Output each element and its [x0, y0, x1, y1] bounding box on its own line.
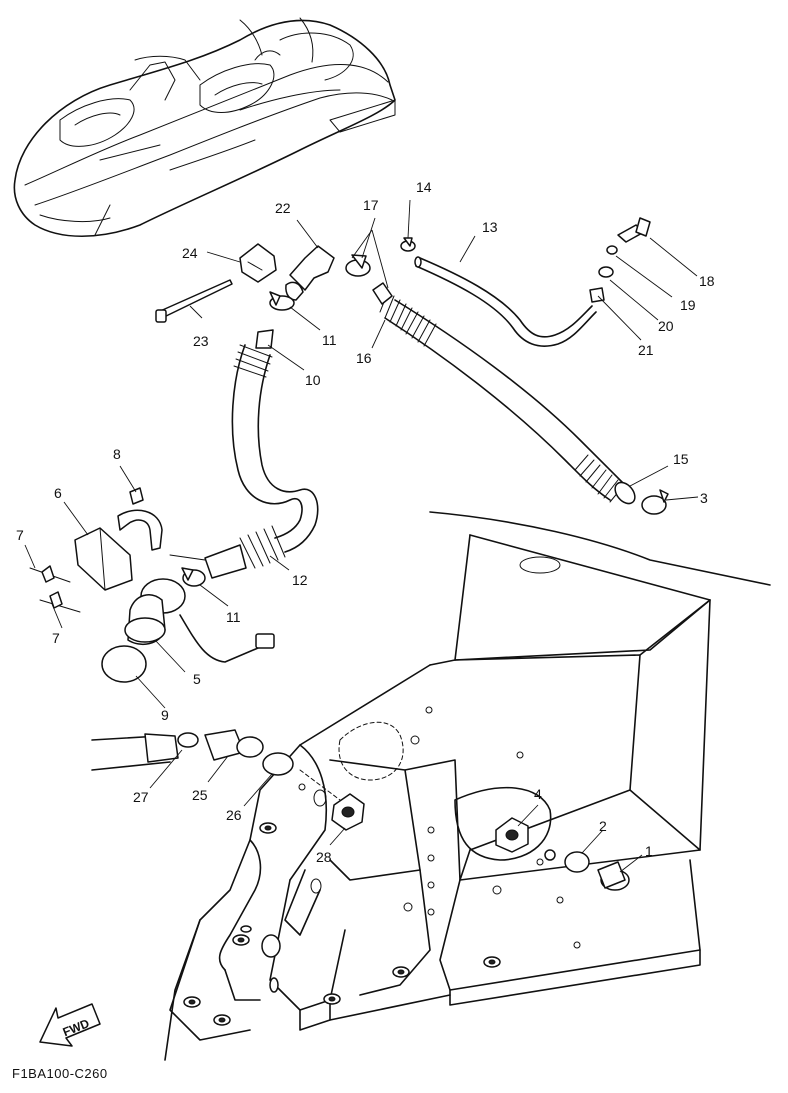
callout-12: 12	[292, 572, 308, 588]
callout-17: 17	[363, 197, 379, 213]
bed-bolts	[183, 822, 501, 1026]
leader-lines	[24, 199, 699, 873]
callout-23: 23	[193, 333, 209, 349]
callout-11a: 11	[322, 332, 337, 348]
callout-22: 22	[275, 200, 291, 216]
watercraft-illustration	[13, 17, 396, 237]
callout-3: 3	[700, 490, 708, 506]
callout-13: 13	[482, 219, 498, 235]
callout-11b: 11	[226, 609, 241, 625]
parts	[29, 217, 669, 891]
hose-13	[414, 256, 597, 347]
callout-19: 19	[680, 297, 696, 313]
callout-4: 4	[534, 786, 542, 802]
callout-9: 9	[161, 707, 169, 723]
callout-21: 21	[638, 342, 654, 358]
callout-28: 28	[316, 849, 332, 865]
callout-6: 6	[54, 485, 62, 501]
callout-2: 2	[599, 818, 607, 834]
callout-14: 14	[416, 179, 432, 195]
callout-labels: 1 2 3 4 5 6 7 7 8 9 10 11 11 12 13 14 15…	[16, 179, 715, 865]
callout-15: 15	[673, 451, 689, 467]
callout-25: 25	[192, 787, 208, 803]
callout-1: 1	[645, 843, 653, 859]
callout-24: 24	[182, 245, 198, 261]
hose-16-15	[372, 282, 636, 505]
callout-27: 27	[133, 789, 149, 805]
callout-26: 26	[226, 807, 242, 823]
hose-10-12	[169, 329, 319, 579]
fwd-arrow-icon: FWD	[39, 1003, 101, 1047]
callout-5: 5	[193, 671, 201, 687]
callout-8: 8	[113, 446, 121, 462]
drawing-code: F1BA100-C260	[12, 1066, 108, 1081]
callout-7a: 7	[16, 527, 24, 543]
suction-hose-27	[91, 733, 179, 771]
callout-10: 10	[305, 372, 321, 388]
callout-20: 20	[658, 318, 674, 334]
callout-16: 16	[356, 350, 372, 366]
hull-engine-bed	[164, 511, 771, 1061]
callout-7b: 7	[52, 630, 60, 646]
callout-18: 18	[699, 273, 715, 289]
